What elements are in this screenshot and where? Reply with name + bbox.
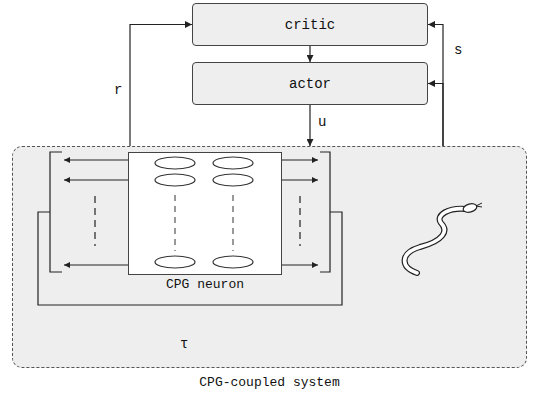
neuron-array — [129, 153, 281, 274]
system-region: CPG-coupled systemCPG neuronsnake like r… — [12, 146, 527, 368]
signal-arrow — [130, 25, 192, 147]
cpg-neuron-box: CPG neuron — [128, 152, 282, 275]
actor-box: actor — [192, 62, 428, 105]
snake-figure — [345, 195, 495, 295]
signal-arrow — [309, 46, 310, 62]
signal-label: r — [114, 82, 122, 98]
signal-label: s — [454, 42, 462, 58]
box-label: actor — [289, 76, 331, 92]
module-caption: CPG neuron — [129, 277, 281, 293]
signal-label: τ — [180, 336, 188, 352]
region-caption: CPG-coupled system — [13, 375, 526, 391]
signal-arrow — [428, 25, 443, 147]
signal-arrow — [428, 84, 443, 147]
critic-box: critic — [192, 3, 428, 46]
robot-figure: snake like robot — [345, 195, 496, 295]
signal-label: u — [318, 114, 326, 130]
box-label: critic — [285, 17, 335, 33]
signal-arrow — [309, 105, 310, 146]
